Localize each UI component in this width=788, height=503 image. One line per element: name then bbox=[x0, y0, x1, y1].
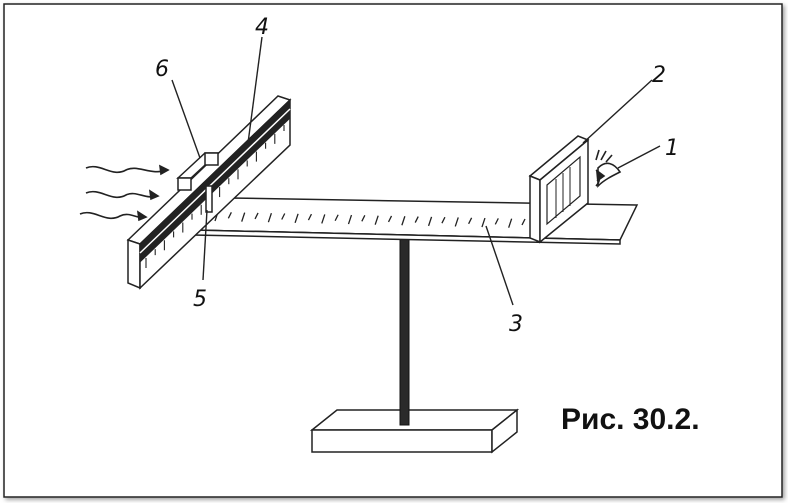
diffraction-grating bbox=[528, 135, 590, 244]
bench-tick bbox=[254, 212, 259, 220]
pointer bbox=[205, 185, 213, 213]
bench-tick bbox=[441, 216, 446, 224]
bench-tick bbox=[227, 212, 232, 219]
optical-bench bbox=[191, 197, 639, 245]
bench-tick bbox=[494, 218, 499, 225]
light-rays bbox=[79, 164, 170, 222]
part-label-2: 2 bbox=[652, 63, 666, 88]
screen-scale bbox=[145, 125, 285, 268]
bench-tick bbox=[374, 215, 379, 225]
bench-tick bbox=[347, 214, 353, 225]
bench-tick bbox=[521, 218, 526, 226]
part-label-4: 4 bbox=[255, 15, 269, 40]
eye-icon bbox=[595, 149, 622, 188]
bench-tick bbox=[361, 215, 366, 222]
bench-tick bbox=[427, 216, 433, 227]
bench-tick bbox=[307, 213, 313, 221]
bench-tick bbox=[281, 213, 286, 220]
bench-tick bbox=[334, 214, 339, 222]
bench-tick bbox=[294, 213, 299, 224]
bench-tick bbox=[401, 216, 406, 226]
bench-tick bbox=[387, 215, 393, 223]
part-label-6: 6 bbox=[155, 57, 169, 82]
bench-tick bbox=[508, 218, 513, 228]
stand-rod bbox=[399, 234, 410, 426]
bench-tick bbox=[468, 217, 473, 225]
bench-tick bbox=[267, 213, 273, 223]
bench-tick bbox=[241, 212, 246, 222]
slit-holder bbox=[176, 152, 220, 191]
part-label-3: 3 bbox=[509, 312, 523, 337]
stand-base bbox=[309, 408, 520, 454]
part-label-5: 5 bbox=[193, 287, 207, 312]
figure-caption: Рис. 30.2. bbox=[561, 403, 700, 436]
bench-tick bbox=[454, 217, 459, 227]
part-label-1: 1 bbox=[665, 136, 679, 161]
leader-lines bbox=[171, 36, 661, 306]
bench-tick bbox=[321, 214, 326, 224]
bench-tick bbox=[481, 217, 486, 228]
bench-scale bbox=[214, 211, 526, 228]
bench-tick bbox=[414, 216, 419, 223]
